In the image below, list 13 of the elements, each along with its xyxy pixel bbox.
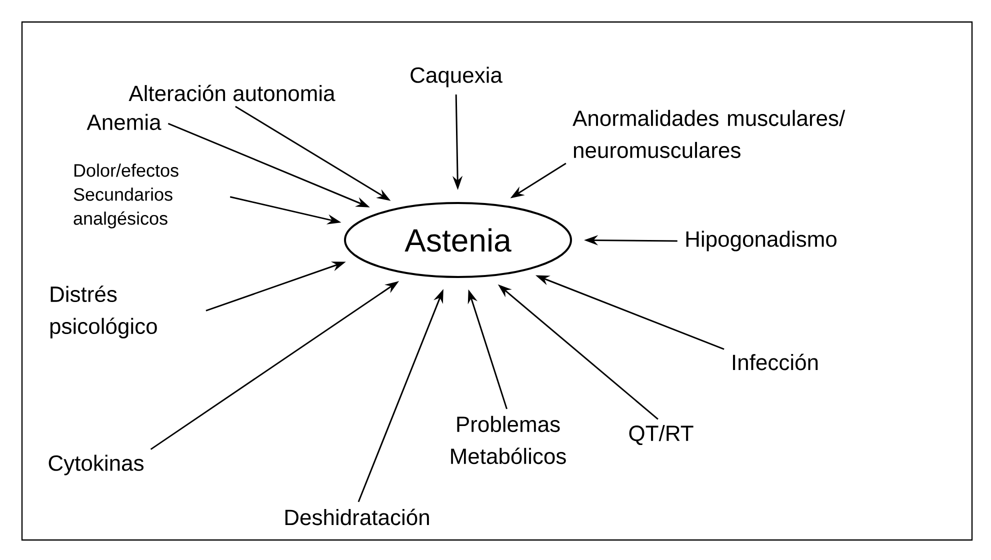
cause-label: Anemia [86,114,162,130]
cause-label: Caquexia [410,66,502,88]
cause-label: Cytokinas [48,454,144,476]
cause-label: Alteración autonomia [128,84,336,102]
cause-label: Deshidratación [285,508,429,526]
cause-label: Anormalidades musculares/ neuromusculares [572,110,846,158]
ellipse-node: Astenia [344,202,572,278]
cause-label: Problemas Metabólicos [451,416,566,464]
cause-label: Infección [733,354,818,370]
cause-label: QT/RT [629,424,694,446]
cause-label: Hipogonadismo [686,230,836,252]
cause-label: Distrés psicológico [50,286,157,338]
cause-label: Dolor/efectos Secundarios analgésicos [74,164,178,228]
